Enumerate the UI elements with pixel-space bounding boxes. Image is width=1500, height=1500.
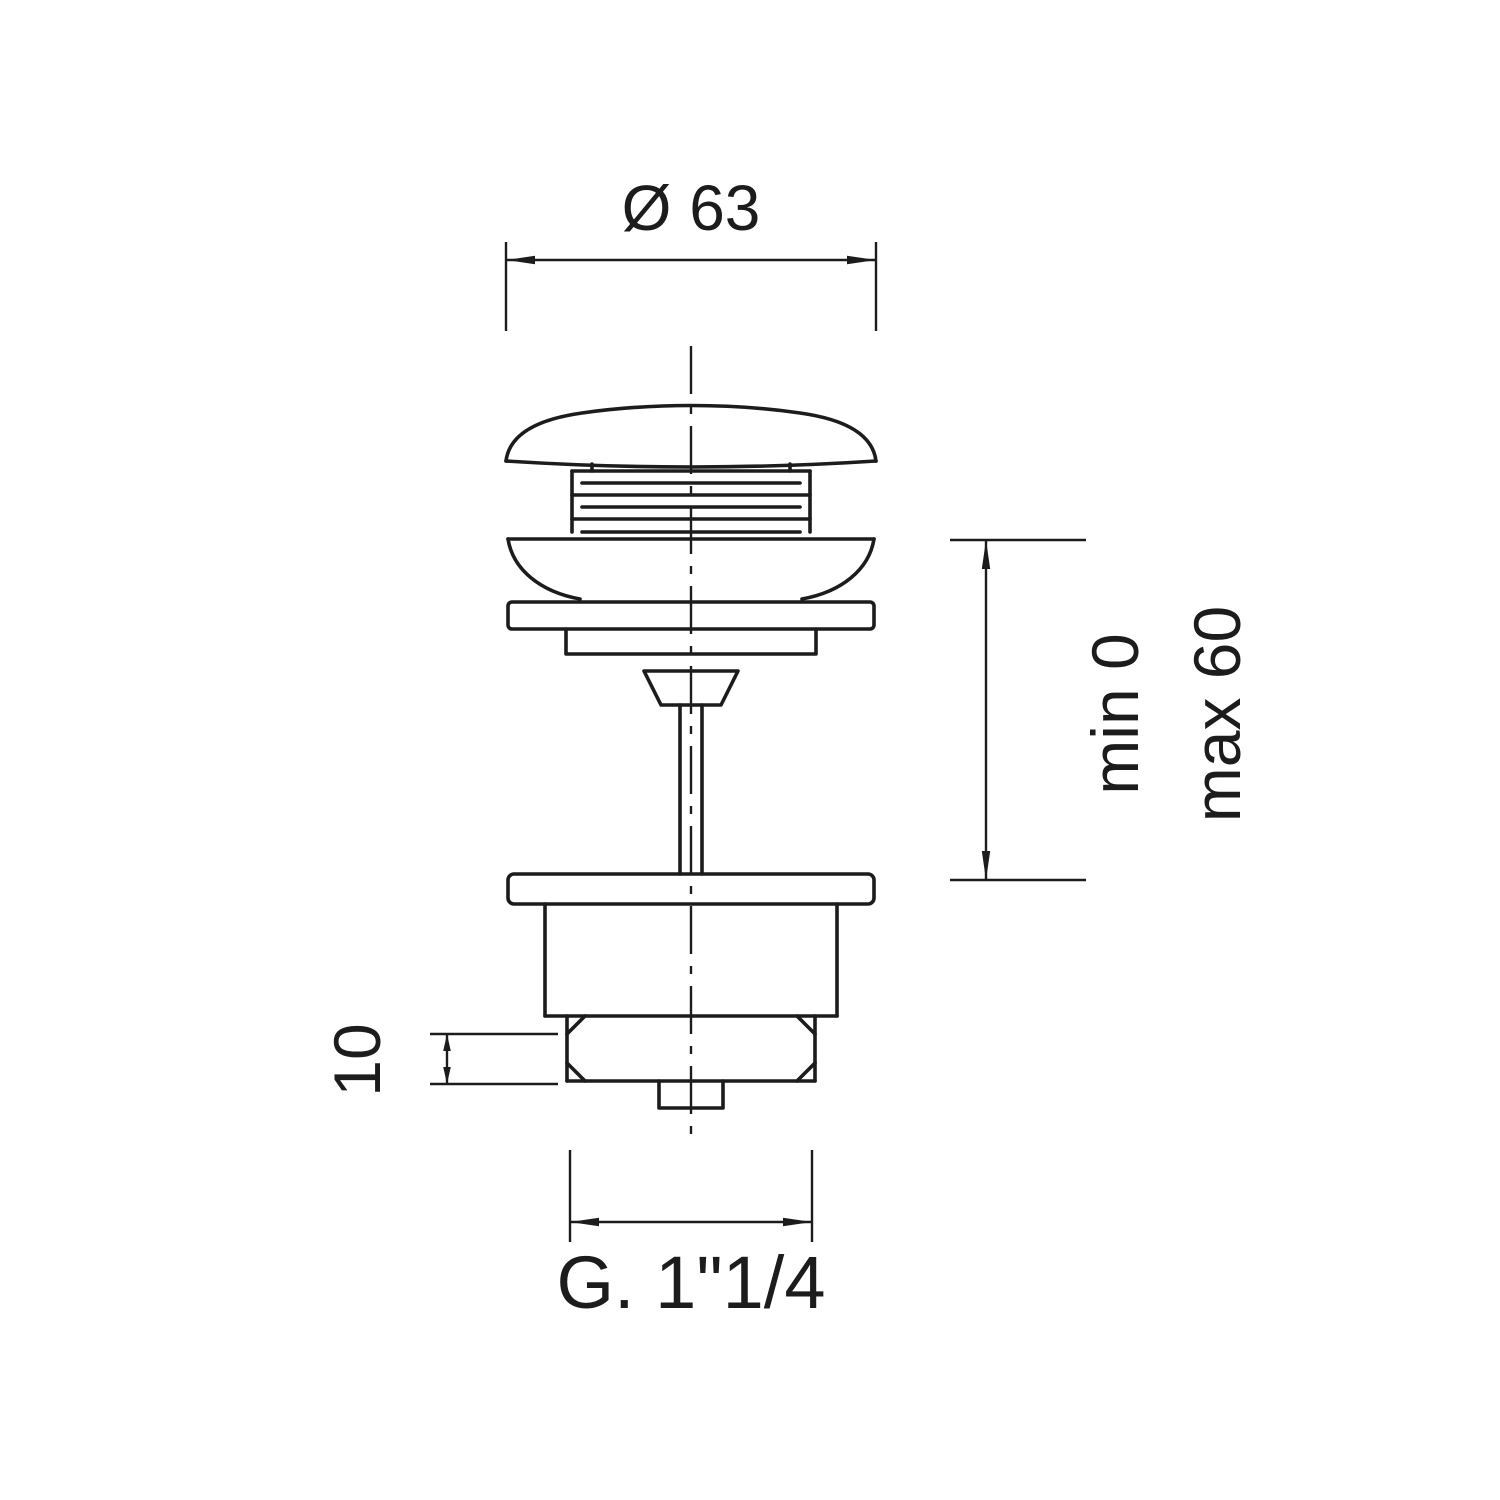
cap-dome-outline: [504, 403, 878, 463]
thread-chamfer-bottom-right: [795, 1061, 817, 1083]
thread-chamfer-bottom-left: [565, 1061, 587, 1083]
dim-top-diameter: Ø 63: [504, 172, 878, 331]
stem: [678, 703, 704, 876]
dim-label-thread-height: 10: [320, 1023, 394, 1096]
dim-label-min: min 0: [1078, 633, 1152, 794]
cone-nut: [642, 669, 740, 707]
flange-right-curve: [800, 537, 876, 601]
thread-chamfer-top-left: [565, 1014, 587, 1036]
dim-label-max: max 60: [1180, 606, 1254, 822]
dim-right-height: min 0 max 60: [950, 538, 1254, 882]
dim-label-thread-size: G. 1"1/4: [557, 1241, 826, 1324]
dim-left-thread-height: 10: [320, 1023, 558, 1097]
dim-bottom-thread-size: G. 1"1/4: [557, 1150, 826, 1324]
thread-chamfer-top-right: [795, 1014, 817, 1036]
flange-left-curve: [506, 537, 582, 601]
dim-label-diameter: Ø 63: [622, 172, 761, 244]
